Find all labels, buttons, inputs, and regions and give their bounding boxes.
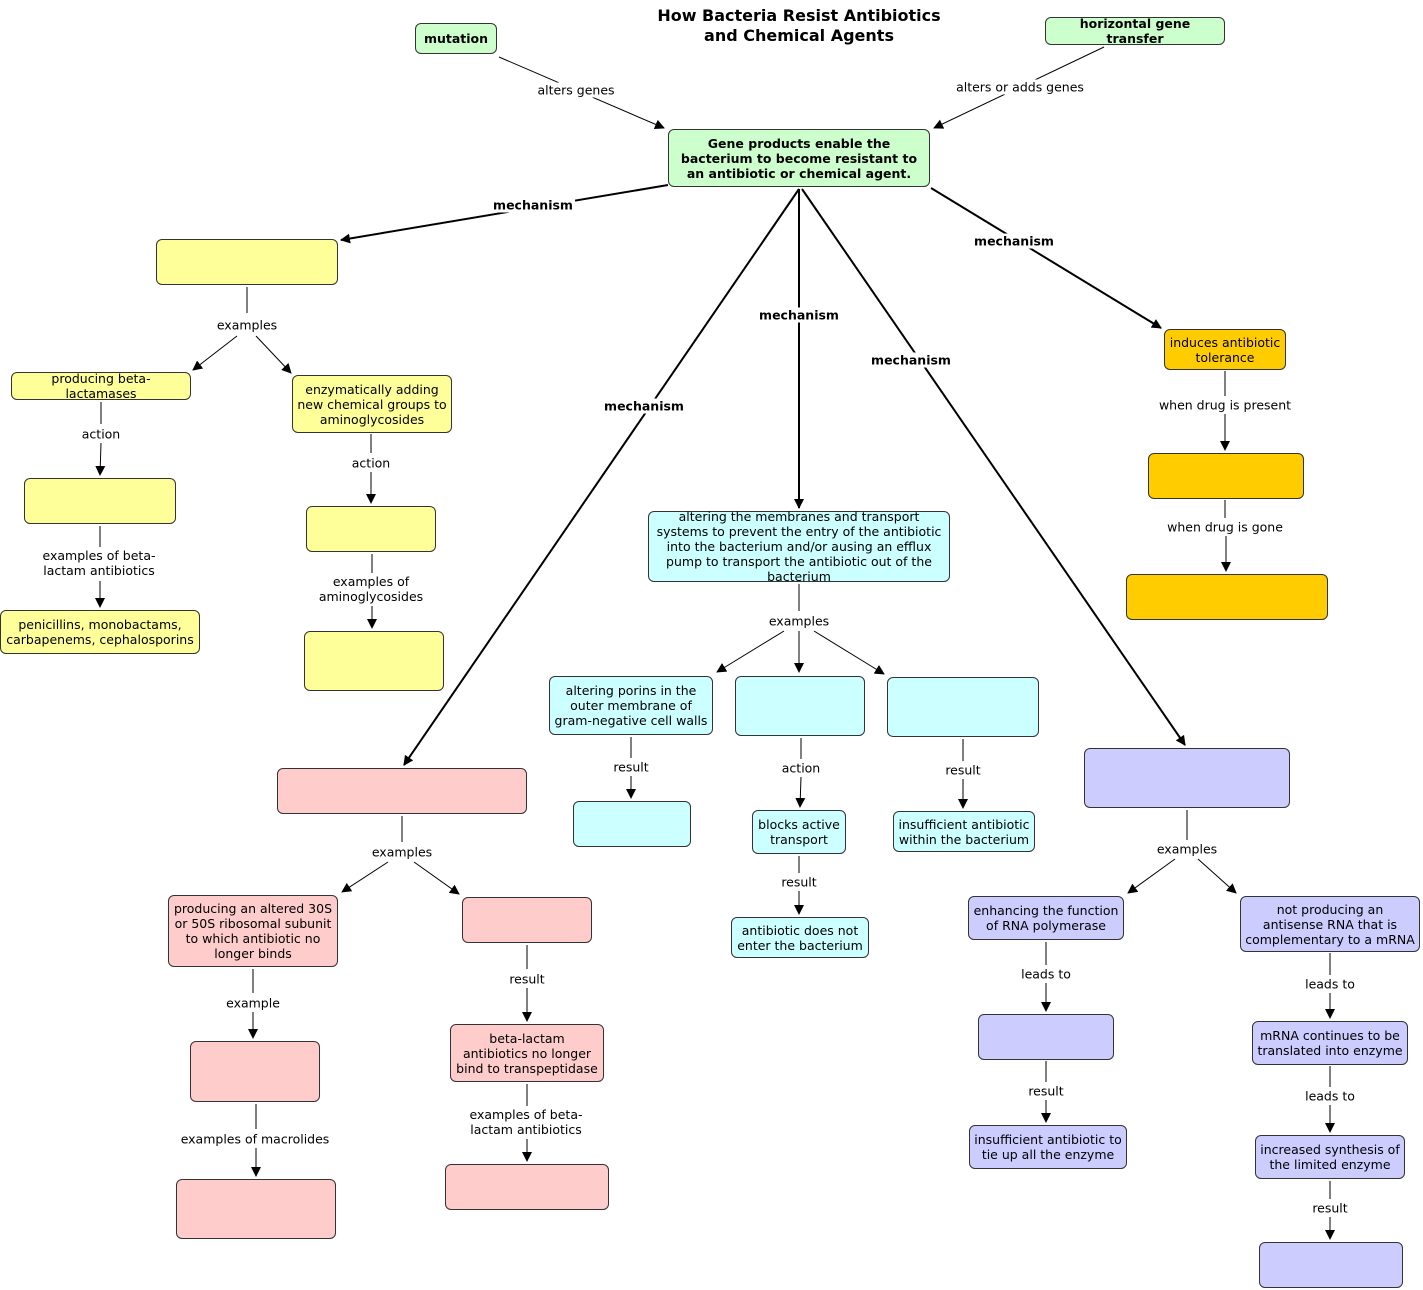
label-lavender-result-1: result (1026, 1083, 1066, 1099)
node-beta-lactam-examples[interactable]: penicillins, monobactams, carbapenems, c… (0, 610, 200, 654)
label-leads-to-1: leads to (1019, 966, 1073, 982)
node-insufficient-antibiotic-enzyme[interactable]: insufficient antibiotic to tie up all th… (969, 1125, 1127, 1169)
node-not-producing-antisense-rna[interactable]: not producing an antisense RNA that is c… (1240, 896, 1420, 952)
node-induces-antibiotic-tolerance[interactable]: induces antibiotic tolerance (1164, 329, 1286, 370)
node-macrolide-examples-blank[interactable] (176, 1179, 336, 1239)
label-line: aminoglycosides (318, 589, 424, 604)
node-porins-result-blank[interactable] (573, 801, 691, 847)
label-when-drug-is-present: when drug is present (1156, 397, 1294, 413)
label-line: examples of beta- (469, 1107, 583, 1122)
label-cyan-result-1: result (611, 759, 651, 775)
label-cyan-action: action (779, 760, 823, 776)
node-mrna-continues-translated[interactable]: mRNA continues to be translated into enz… (1252, 1021, 1408, 1065)
label-pink-example: example (224, 995, 282, 1011)
node-rna-polymerase-leads-blank[interactable] (978, 1014, 1114, 1060)
node-aminoglycoside-examples-blank[interactable] (304, 631, 444, 691)
node-transport-example-blank[interactable] (735, 676, 865, 736)
label-lavender-result-2: result (1310, 1200, 1350, 1216)
node-lavender-mechanism-blank[interactable] (1084, 748, 1290, 808)
node-increased-synthesis-result-blank[interactable] (1259, 1242, 1403, 1288)
label-pink-result: result (507, 971, 547, 987)
label-line: examples of beta- (42, 548, 156, 563)
label-examples-of-aminoglycosides: examples of aminoglycosides (316, 574, 426, 604)
label-alters-or-adds-genes: alters or adds genes (954, 79, 1086, 95)
label-leads-to-3: leads to (1303, 1088, 1357, 1104)
label-mechanism-lavender: mechanism (869, 352, 953, 368)
label-leads-to-2: leads to (1303, 976, 1357, 992)
node-yellow-mechanism-blank[interactable] (156, 239, 338, 285)
label-cyan-result-2: result (943, 762, 983, 778)
node-beta-lactam-examples-blank[interactable] (445, 1164, 609, 1210)
node-insufficient-antibiotic-within[interactable]: insufficient antibiotic within the bacte… (893, 811, 1035, 852)
label-cyan-examples: examples (766, 613, 832, 629)
diagram-title: How Bacteria Resist Antibiotics and Chem… (657, 6, 940, 46)
label-yellow-action-2: action (349, 455, 393, 471)
label-pink-examples-of-beta-lactam: examples of beta- lactam antibiotics (467, 1107, 585, 1137)
node-aminoglycoside-action-blank[interactable] (306, 506, 436, 552)
label-mechanism-yellow: mechanism (491, 197, 575, 213)
node-beta-lactamase-action-blank[interactable] (24, 478, 176, 524)
label-lavender-examples: examples (1154, 841, 1220, 857)
node-producing-beta-lactamases[interactable]: producing beta-lactamases (11, 371, 191, 401)
node-increased-enzyme-synthesis[interactable]: increased synthesis of the limited enzym… (1255, 1135, 1405, 1179)
label-mechanism-pink: mechanism (602, 398, 686, 414)
node-antibiotic-does-not-enter[interactable]: antibiotic does not enter the bacterium (731, 917, 869, 958)
node-altering-membranes[interactable]: altering the membranes and transport sys… (648, 509, 950, 584)
label-mechanism-cyan: mechanism (757, 307, 841, 323)
label-yellow-examples: examples (214, 317, 280, 333)
node-enzymatically-adding-groups[interactable]: enzymatically adding new chemical groups… (292, 375, 452, 433)
node-drug-gone-blank[interactable] (1126, 574, 1328, 620)
node-mutation[interactable]: mutation (415, 23, 497, 54)
node-gene-products[interactable]: Gene products enable the bacterium to be… (668, 129, 930, 187)
node-pink-example-blank[interactable] (462, 897, 592, 943)
label-examples-of-macrolides: examples of macrolides (178, 1131, 332, 1147)
node-beta-lactams-no-longer-bind[interactable]: beta-lactam antibiotics no longer bind t… (450, 1024, 604, 1082)
label-examples-of-beta-lactam: examples of beta- lactam antibiotics (40, 548, 158, 578)
label-line: examples of (332, 574, 410, 589)
title-line-1: How Bacteria Resist Antibiotics (657, 6, 941, 25)
label-alters-genes: alters genes (535, 82, 617, 98)
label-yellow-action-1: action (79, 426, 123, 442)
node-ribosome-example-blank[interactable] (190, 1041, 320, 1102)
label-cyan-result-3: result (779, 874, 819, 890)
node-enhancing-rna-polymerase[interactable]: enhancing the function of RNA polymerase (968, 896, 1124, 940)
label-line: lactam antibiotics (43, 563, 155, 578)
node-drug-present-blank[interactable] (1148, 453, 1304, 499)
label-when-drug-is-gone: when drug is gone (1165, 519, 1285, 535)
node-horizontal-gene-transfer[interactable]: horizontal gene transfer (1045, 16, 1225, 46)
node-efflux-example-blank[interactable] (887, 677, 1039, 737)
label-pink-examples: examples (369, 844, 435, 860)
node-pink-mechanism-blank[interactable] (277, 768, 527, 814)
label-line: lactam antibiotics (470, 1122, 582, 1137)
node-altered-ribosomal-subunit[interactable]: producing an altered 30S or 50S ribosoma… (168, 895, 338, 967)
node-blocks-active-transport[interactable]: blocks active transport (752, 810, 846, 854)
title-line-2: and Chemical Agents (704, 26, 894, 45)
label-mechanism-orange: mechanism (972, 233, 1056, 249)
node-altering-porins[interactable]: altering porins in the outer membrane of… (549, 676, 713, 735)
